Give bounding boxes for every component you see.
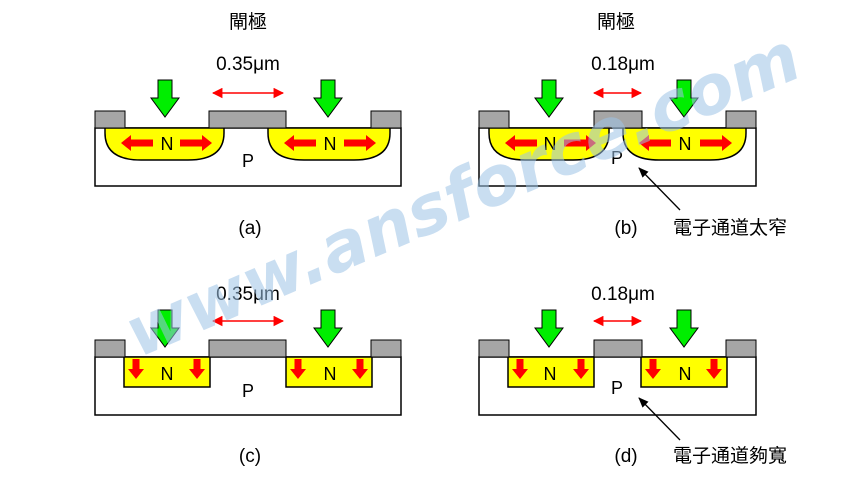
caption: (b) [614, 218, 637, 239]
n-label: N [324, 364, 337, 384]
spacing-label: 0.35μm [216, 284, 280, 305]
gate-electrode [370, 339, 402, 358]
p-label: P [242, 151, 254, 171]
n-region-right [267, 127, 391, 161]
annotation-pointer [638, 397, 681, 441]
spacing-label: 0.18μm [591, 284, 655, 305]
gate-electrode [478, 110, 510, 129]
gate-label: 閘極 [597, 11, 635, 33]
gate-electrode [94, 110, 126, 129]
p-label: P [611, 378, 623, 398]
annotation-pointer [638, 167, 681, 211]
spacing-label: 0.18μm [591, 54, 655, 75]
n-label: N [679, 134, 692, 154]
caption: (c) [239, 446, 261, 467]
green-down-arrow-icon [313, 79, 343, 118]
gate-electrode [478, 339, 510, 358]
green-down-arrow-icon [534, 309, 564, 348]
gate-electrode [725, 339, 757, 358]
n-label: N [161, 134, 174, 154]
gate-electrode [725, 110, 757, 129]
p-label: P [611, 148, 623, 168]
gate-electrode [208, 110, 287, 129]
panel-c: 0.35μm N N P (c) [94, 284, 402, 467]
n-label: N [324, 134, 337, 154]
green-down-arrow-icon [669, 309, 699, 348]
n-region-left [488, 127, 610, 161]
green-down-arrow-icon [313, 309, 343, 348]
annotation-text: 電子通道太窄 [673, 217, 787, 239]
panel-a: 閘極 0.35μm N N P (a) [94, 11, 402, 239]
panel-b: 閘極 0.18μm N N P (b) 電子通道太窄 [478, 11, 787, 239]
caption: (d) [614, 446, 637, 467]
gate-electrode [208, 339, 287, 358]
n-label: N [161, 364, 174, 384]
spacing-label: 0.35μm [216, 54, 280, 75]
gate-electrode [593, 339, 643, 358]
p-label: P [242, 381, 254, 401]
gate-electrode [94, 339, 126, 358]
gate-electrode [370, 110, 402, 129]
n-label: N [544, 134, 557, 154]
n-region-right [622, 127, 747, 161]
n-label: N [544, 364, 557, 384]
caption: (a) [238, 218, 261, 239]
gate-label: 閘極 [229, 11, 267, 33]
gate-electrode [593, 110, 643, 129]
n-region-left [104, 127, 225, 161]
annotation-text: 電子通道夠寬 [673, 445, 787, 467]
panel-d: 0.18μm N N P (d) 電子通道夠寬 [478, 284, 787, 467]
n-label: N [679, 364, 692, 384]
green-down-arrow-icon [150, 79, 180, 118]
